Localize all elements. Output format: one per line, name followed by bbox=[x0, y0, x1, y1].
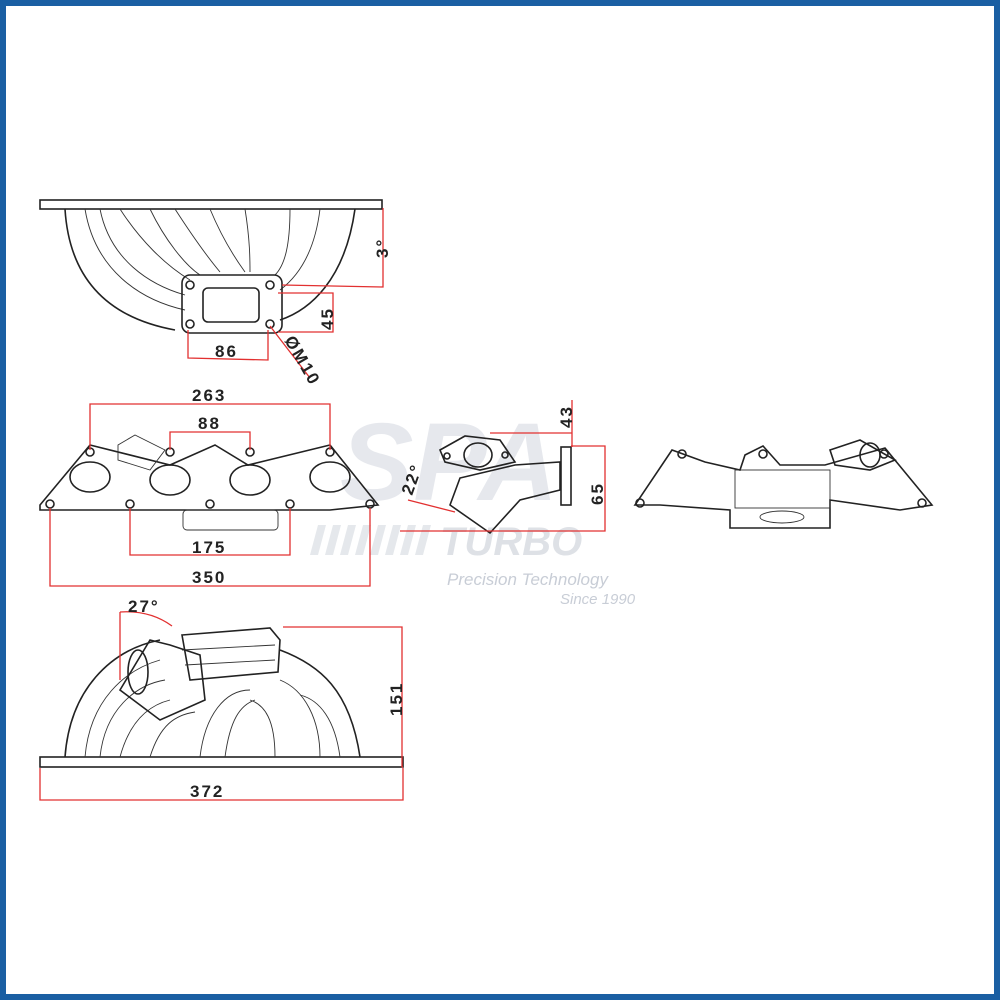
watermark: SPA TURBO Precision Technology Since 199… bbox=[310, 401, 636, 608]
dim-lower-inner: 175 bbox=[192, 538, 226, 557]
dim-height-side: 65 bbox=[588, 482, 607, 505]
dim-height-bottom: 151 bbox=[387, 682, 406, 716]
dim-outer-studs: 263 bbox=[192, 386, 226, 405]
top-view: 3° 45 86 ØM10 bbox=[39, 199, 392, 390]
front-view: 263 88 175 350 bbox=[39, 386, 380, 587]
dim-angle-bottom: 27° bbox=[128, 597, 160, 616]
speed-stripes bbox=[310, 525, 431, 555]
top-plate bbox=[39, 199, 383, 210]
side-view: 43 65 22° bbox=[398, 400, 607, 535]
dim-bolt: ØM10 bbox=[281, 333, 325, 390]
watermark-since: Since 1990 bbox=[560, 591, 636, 608]
technical-drawing: SPA TURBO Precision Technology Since 199… bbox=[39, 199, 934, 801]
turbo-flange bbox=[181, 274, 283, 334]
dim-angle-top: 3° bbox=[373, 238, 392, 258]
dim-flange-width: 86 bbox=[215, 342, 238, 361]
dim-inner-studs: 88 bbox=[198, 414, 221, 433]
bottom-view: 27° 151 372 bbox=[39, 597, 406, 801]
rear-view bbox=[633, 439, 934, 529]
dim-flange-height: 45 bbox=[318, 307, 337, 330]
watermark-brand: TURBO bbox=[440, 520, 582, 564]
dim-length: 372 bbox=[190, 782, 224, 801]
dim-offset: 43 bbox=[557, 405, 576, 428]
watermark-tagline: Precision Technology bbox=[447, 570, 609, 589]
dim-overall-width: 350 bbox=[192, 568, 226, 587]
bottom-plate bbox=[39, 756, 404, 768]
